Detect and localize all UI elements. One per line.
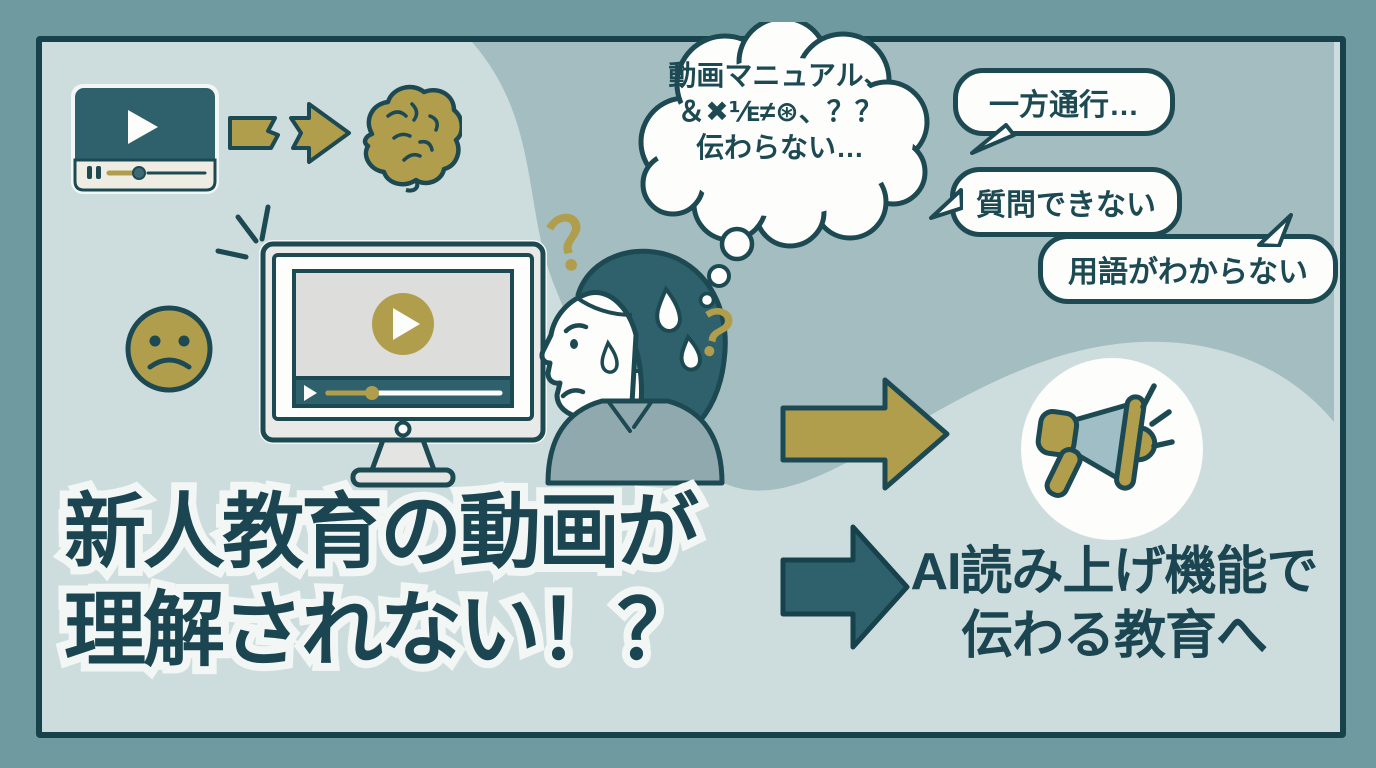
solution-line-2: 伝わる教育へ — [960, 607, 1268, 665]
thought-tail-bubble — [698, 291, 716, 309]
brain-icon — [362, 84, 462, 193]
thought-tail-bubble — [707, 264, 731, 288]
thought-tail-bubble — [719, 226, 755, 262]
video-player-icon — [71, 84, 219, 194]
thought-line: 伝わらない… — [695, 132, 864, 163]
play-icon — [128, 110, 158, 144]
frown-mouth — [560, 388, 586, 399]
thought-line: 動画マニュアル、 — [668, 60, 892, 91]
monitor-video-icon — [259, 240, 547, 488]
speech-bubble-one-way: 一方通行… — [953, 68, 1175, 155]
speech-bubble-unknown-terms: 用語がわからない — [1038, 213, 1338, 304]
solution-text: AI読み上げ機能で 伝わる教育へ — [898, 540, 1330, 668]
body — [545, 398, 725, 486]
sad-face-icon — [125, 305, 213, 393]
broken-arrow-icon — [228, 102, 351, 164]
emphasis-marks-icon — [215, 204, 271, 260]
title-line-2: 理解されない！？ 理解されない！？ — [56, 577, 707, 684]
sweat-drop-icon — [679, 333, 703, 372]
speech-bubble-label: 一方通行… — [989, 89, 1139, 122]
thought-bubble-text: 動画マニュアル、 ＆✖⅟ᴇ≠⊛、？？ 伝わらない… — [652, 58, 908, 166]
main-title: 新人教育の動画が 新人教育の動画が 理解されない！？ 理解されない！？ — [56, 479, 707, 684]
speech-bubble-label: 用語がわからない — [1068, 256, 1308, 289]
sweat-drop-icon — [600, 339, 619, 374]
thought-bubble — [638, 22, 930, 309]
eye — [570, 339, 578, 349]
thought-line-symbols: ＆✖⅟ᴇ≠⊛、？？ — [677, 96, 883, 127]
megaphone-icon — [1021, 358, 1203, 540]
face — [539, 290, 639, 422]
speech-bubble-cannot-ask: 質問できない — [929, 167, 1182, 237]
solution-line-1: AI読み上げ機能で — [910, 543, 1318, 601]
title-line-1: 新人教育の動画が 新人教育の動画が — [56, 479, 707, 586]
confused-person — [539, 248, 728, 486]
sweat-drop-icon — [655, 285, 683, 333]
gold-right-arrow-icon — [780, 377, 950, 491]
teal-right-arrow-icon — [780, 524, 910, 650]
sound-lines-icon — [1140, 383, 1175, 449]
speech-bubble-label: 質問できない — [976, 189, 1156, 222]
worried-eyebrow — [563, 323, 589, 334]
